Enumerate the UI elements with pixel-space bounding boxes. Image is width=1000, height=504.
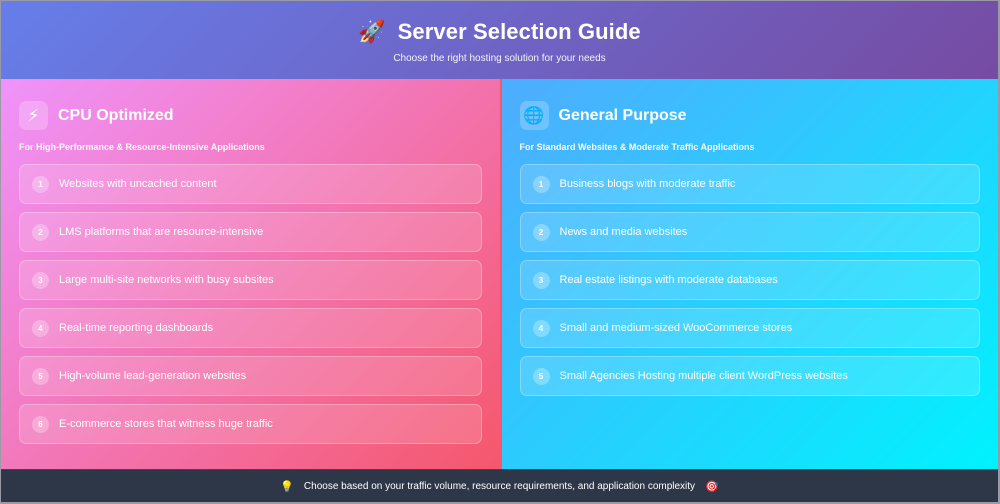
general-purpose-panel: 🌐 General Purpose For Standard Websites … xyxy=(499,79,998,469)
item-number-badge: 2 xyxy=(532,223,550,241)
title-row: 🚀 Server Selection Guide xyxy=(358,19,640,45)
panel-header: 🌐 General Purpose xyxy=(519,101,981,130)
item-text: Real estate listings with moderate datab… xyxy=(559,274,778,286)
page-subtitle: Choose the right hosting solution for yo… xyxy=(393,52,606,64)
panel-header: ⚡ CPU Optimized xyxy=(19,101,482,130)
comparison-panels: ⚡ CPU Optimized For High-Performance & R… xyxy=(1,79,998,469)
item-text: News and media websites xyxy=(559,226,688,238)
target-icon: 🎯 xyxy=(705,480,719,493)
panel-title: General Purpose xyxy=(558,106,687,124)
list-item: 3 Real estate listings with moderate data… xyxy=(519,260,980,300)
list-item: 2 News and media websites xyxy=(519,212,980,252)
panel-subtitle: For High-Performance & Resource-Intensiv… xyxy=(19,142,265,152)
list-item: 6 E-commerce stores that witness huge tra… xyxy=(19,404,482,444)
item-text: E-commerce stores that witness huge traf… xyxy=(59,418,273,430)
item-number-badge: 2 xyxy=(32,223,49,241)
page-title: Server Selection Guide xyxy=(397,18,641,44)
cpu-optimized-panel: ⚡ CPU Optimized For High-Performance & R… xyxy=(1,79,500,469)
list-item: 4 Small and medium-sized WooCommerce stor… xyxy=(519,308,980,348)
item-number-badge: 4 xyxy=(532,319,550,337)
item-text: Websites with uncached content xyxy=(59,178,217,190)
item-number-badge: 5 xyxy=(32,367,49,385)
item-text: Small Agencies Hosting multiple client W… xyxy=(559,370,848,382)
item-text: High-volume lead-generation websites xyxy=(59,370,247,382)
page-footer: 💡 Choose based on your traffic volume, r… xyxy=(1,469,998,502)
item-number-badge: 6 xyxy=(32,415,49,433)
item-text: Real-time reporting dashboards xyxy=(59,322,214,334)
lightning-icon: ⚡ xyxy=(19,101,48,130)
lightbulb-icon: 💡 xyxy=(280,480,294,493)
panel-subtitle: For Standard Websites & Moderate Traffic… xyxy=(519,142,755,152)
list-item: 1 Business blogs with moderate traffic xyxy=(519,164,980,204)
list-item: 1 Websites with uncached content xyxy=(19,164,482,204)
page-header: 🚀 Server Selection Guide Choose the righ… xyxy=(1,1,998,79)
footer-text: Choose based on your traffic volume, res… xyxy=(303,480,696,492)
use-case-list: 1 Websites with uncached content 2 LMS pla… xyxy=(19,164,482,444)
item-number-badge: 4 xyxy=(32,319,49,337)
list-item: 5 Small Agencies Hosting multiple client … xyxy=(519,356,980,396)
item-text: Small and medium-sized WooCommerce store… xyxy=(559,322,793,334)
list-item: 5 High-volume lead-generation websites xyxy=(19,356,482,396)
item-text: Large multi-site networks with busy subs… xyxy=(59,274,274,286)
item-number-badge: 1 xyxy=(532,175,550,193)
list-item: 2 LMS platforms that are resource-intensi… xyxy=(19,212,482,252)
item-number-badge: 5 xyxy=(532,367,550,385)
rocket-icon: 🚀 xyxy=(358,18,386,44)
list-item: 3 Large multi-site networks with busy sub… xyxy=(19,260,482,300)
list-item: 4 Real-time reporting dashboards xyxy=(19,308,482,348)
panel-title: CPU Optimized xyxy=(58,106,174,124)
globe-icon: 🌐 xyxy=(519,101,549,130)
item-number-badge: 3 xyxy=(32,271,49,289)
item-text: Business blogs with moderate traffic xyxy=(559,178,736,190)
item-text: LMS platforms that are resource-intensiv… xyxy=(59,226,264,238)
item-number-badge: 3 xyxy=(532,271,550,289)
item-number-badge: 1 xyxy=(32,175,49,193)
